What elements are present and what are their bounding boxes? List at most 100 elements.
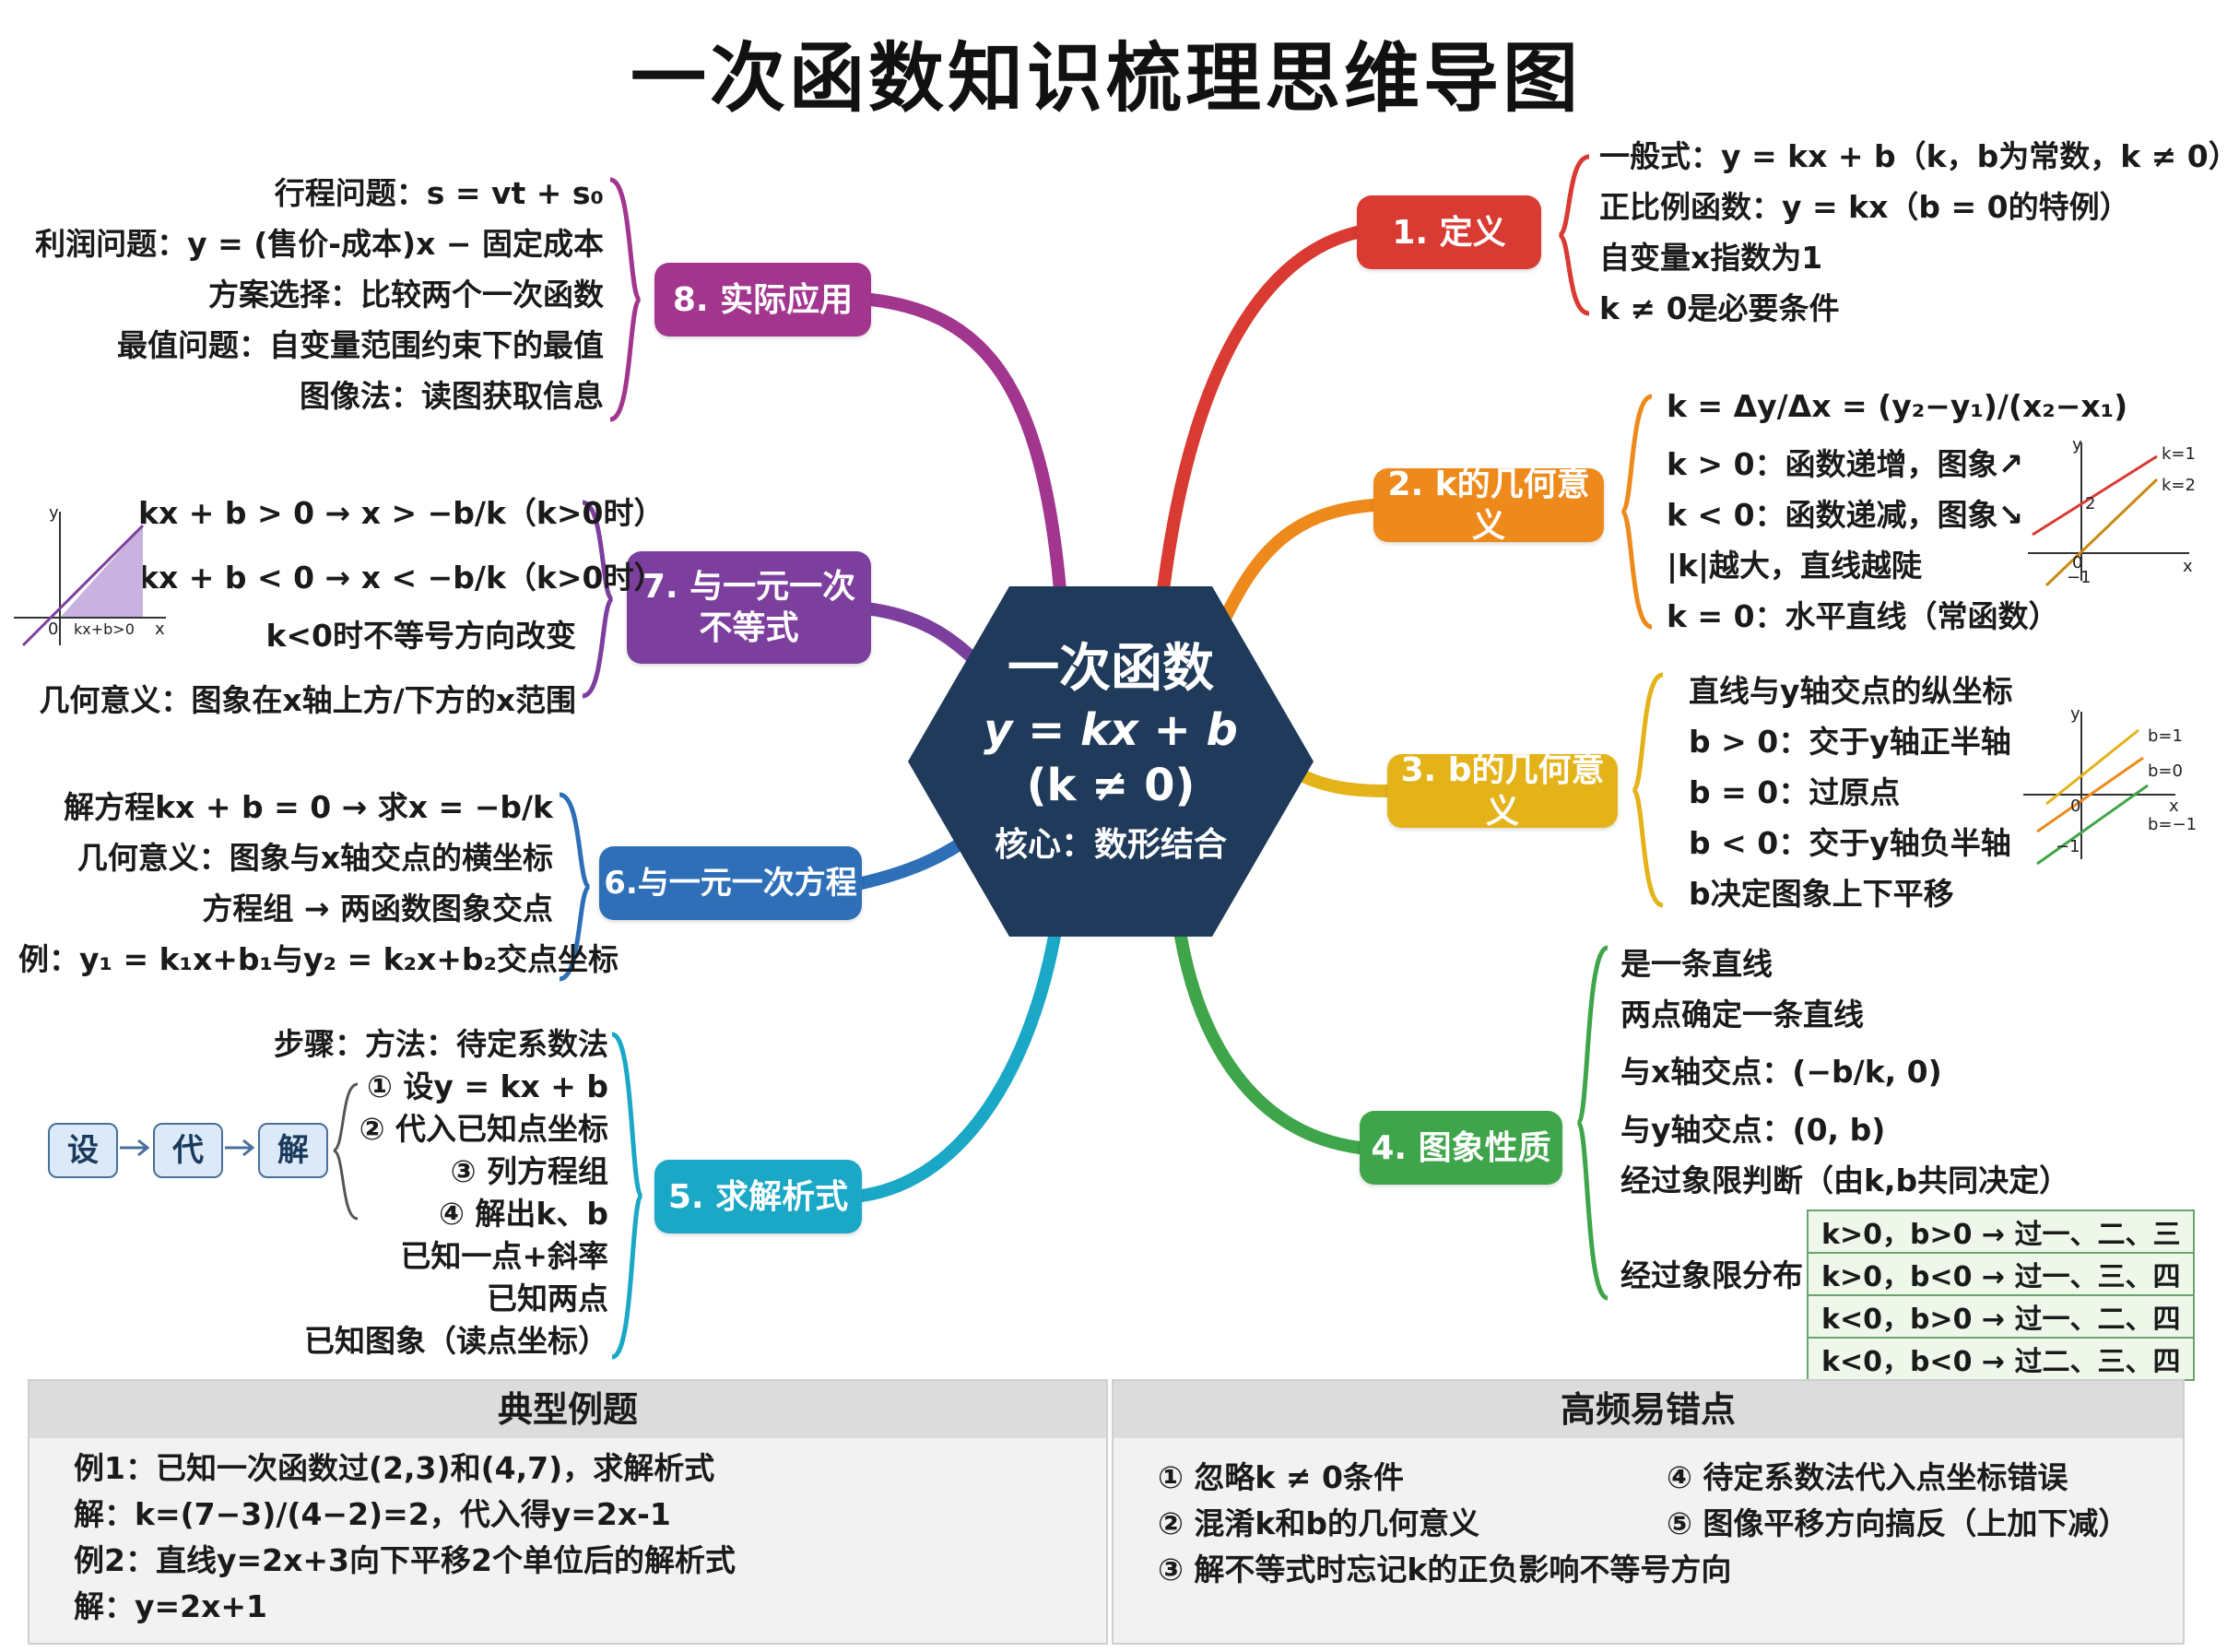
mistake-1: ① 忽略k ≠ 0条件 [1158,1459,1404,1495]
b-graph-x-label: x [2169,796,2179,816]
example-line-4: 解：y=2x+1 [74,1588,268,1624]
k-graph-y-label: y [2072,435,2082,454]
b-graph-line1-label: b=1 [2148,726,2183,746]
b3-item-4: b < 0：交于y轴负半轴 [1689,825,2011,861]
branch-2-node[interactable]: 2. k的几何意义 [1373,466,1604,545]
connector-1 [1157,226,1363,596]
b5-item-4: ③ 列方程组 [450,1153,608,1189]
center-hexagon [908,586,1314,937]
branch-6-bracket [559,792,591,982]
flow-arrow-1 [120,1139,150,1157]
k-graph-x-label: x [2183,557,2193,576]
b3-item-2: b > 0：交于y轴正半轴 [1689,724,2011,760]
b5-item-7: 已知两点 [487,1280,608,1316]
examples-title: 典型例题 [29,1381,1106,1438]
page-title: 一次函数知识梳理思维导图 [630,35,1582,123]
b3-item-5: b决定图象上下平移 [1689,876,1954,912]
b-graph-line2-label: b=0 [2148,761,2183,781]
branch-7-node[interactable]: 7. 与一元一次不等式 [627,551,871,664]
b-graph-origin: 0 [2070,796,2080,816]
b-graph-tick-neg1: −1 [2056,837,2080,856]
b4-item-2: 两点确定一条直线 [1620,997,1864,1032]
branch-7-items: kx + b > 0 → x > −b/k（k>0时） kx + b < 0 →… [138,481,665,661]
center-title: 一次函数 [1008,639,1214,699]
b8-item-3: 方案选择：比较两个一次函数 [208,277,604,313]
b8-item-5: 图像法：读图获取信息 [300,378,604,414]
b1-item-3: 自变量x指数为1 [1599,240,1823,276]
mistake-2: ② 混淆k和b的几何意义 [1158,1505,1479,1541]
example-line-3: 例2：直线y=2x+3向下平移2个单位后的解析式 [74,1542,736,1578]
branch-3-node[interactable]: 3. b的几何意义 [1387,751,1618,831]
b7-item-2: kx + b < 0 → x < −b/k（k>0时） [138,560,665,596]
b7-item-4: 几何意义：图象在x轴上方/下方的x范围 [39,682,576,718]
examples-panel: 典型例题 例1：已知一次函数过(2,3)和(4,7)，求解析式 解：k=(7−3… [28,1379,1108,1645]
flow-step-solve: 解 [258,1123,328,1178]
ineq-graph-origin: 0 [48,620,58,639]
branch-7-bracket [582,500,621,699]
b4-item-3: 与x轴交点：(−b/k, 0) [1620,1054,1942,1090]
b2-item-4: |k|越大，直线越陡 [1667,548,1923,584]
example-line-1: 例1：已知一次函数过(2,3)和(4,7)，求解析式 [74,1450,715,1486]
branch-5-node[interactable]: 5. 求解析式 [654,1160,862,1233]
b-graph-y-label: y [2070,704,2080,724]
b4-item-1: 是一条直线 [1620,946,1773,982]
ineq-graph-region-label: kx+b>0 [74,620,135,638]
quadrant-row-2: k>0，b<0 → 过一、三、四 [1806,1252,2196,1296]
branch-1-node[interactable]: 1. 定义 [1357,195,1541,269]
k-graph-origin: 0 [2072,553,2082,572]
center-topic: 一次函数 y = kx + b (k ≠ 0) 核心：数形结合 [908,636,1314,878]
branch-2-items: k = Δy/Δx = (y₂−y₁)/(x₂−x₁) k > 0：函数递增，图… [1667,374,2127,642]
b7-item-3: k<0时不等号方向改变 [265,618,576,654]
b7-item-1: kx + b > 0 → x > −b/k（k>0时） [138,495,665,531]
b-intercept-graph: y x 0 −1 b=1 b=0 b=−1 [2023,704,2197,866]
b5-item-8: 已知图象（读点坐标） [304,1323,608,1359]
branch-4-node[interactable]: 4. 图象性质 [1360,1111,1562,1185]
b5-item-2: ① 设y = kx + b [366,1068,608,1104]
mistakes-panel: 高频易错点 ① 忽略k ≠ 0条件 ② 混淆k和b的几何意义 ③ 解不等式时忘记… [1112,1379,2185,1645]
b2-item-3: k < 0：函数递减，图象↘ [1667,497,2024,533]
b3-item-3: b = 0：过原点 [1689,774,1901,810]
quadrant-row-1: k>0，b>0 → 过一、二、三 [1806,1210,2196,1254]
mistakes-title: 高频易错点 [1114,1381,2183,1438]
flow-step-set: 设 [48,1123,118,1178]
branch-4-bracket [1569,945,1609,1301]
connector-2 [1210,499,1380,643]
mistakes-left-list: ① 忽略k ≠ 0条件 ② 混淆k和b的几何意义 ③ 解不等式时忘记k的正负影响… [1158,1455,1731,1593]
branch-8-node[interactable]: 8. 实际应用 [654,263,871,336]
b6-item-3: 方程组 → 两函数图象交点 [202,891,553,926]
bottom-section: 典型例题 例1：已知一次函数过(2,3)和(4,7)，求解析式 解：k=(7−3… [28,1379,2185,1645]
branch-8-bracket [609,177,649,422]
k-graph-line2-label: k=2 [2162,476,2196,495]
branch-3-items: 直线与y轴交点的纵坐标 b > 0：交于y轴正半轴 b = 0：过原点 b < … [1689,666,2013,919]
b1-item-4: k ≠ 0是必要条件 [1599,290,1840,326]
connector-3 [1293,768,1394,797]
b2-item-1: k = Δy/Δx = (y₂−y₁)/(x₂−x₁) [1667,388,2128,424]
b6-item-1: 解方程kx + b = 0 → 求x = −b/k [64,789,553,825]
center-core: 核心：数形结合 [994,826,1227,864]
b2-item-2: k > 0：函数递增，图象↗ [1667,446,2024,482]
quadrant-row-4: k<0，b<0 → 过二、三、四 [1806,1337,2196,1381]
b1-item-1: 一般式：y = kx + b（k，b为常数，k ≠ 0） [1599,138,2239,174]
b8-item-4: 最值问题：自变量范围约束下的最值 [117,327,604,363]
branch-6-node[interactable]: 6.与一元一次方程 [599,846,862,920]
ineq-graph-y-label: y [49,503,59,523]
flow-step-substitute: 代 [153,1123,223,1178]
branch-5-bracket [610,1032,651,1360]
branch-3-bracket [1624,672,1664,908]
branch-1-bracket [1558,154,1590,316]
connector-5 [855,925,1062,1202]
branch-4-items: 是一条直线 两点确定一条直线 与x轴交点：(−b/k, 0) 与y轴交点：(0,… [1620,938,2069,1301]
inequality-graph: y x 0 kx+b>0 [14,503,166,647]
connector-4 [1173,925,1366,1154]
b8-item-1: 行程问题：s = vt + s₀ [274,175,604,211]
mistakes-right-list: ④ 待定系数法代入点坐标错误 ⑤ 图像平移方向搞反（上加下减） [1667,1455,2128,1547]
center-formula: y = kx + b [984,704,1238,756]
branch-2-bracket [1613,394,1653,630]
b1-item-2: 正比例函数：y = kx（b = 0的特例） [1599,189,2130,225]
center-condition: (k ≠ 0) [1026,760,1196,811]
k-slope-graph: y x 0 2 −1 k=1 k=2 [2028,435,2196,587]
branch-5-items: 步骤：方法：待定系数法 ① 设y = kx + b ② 代入已知点坐标 ③ 列方… [230,1023,608,1363]
b6-item-2: 几何意义：图象与x轴交点的横坐标 [77,840,553,876]
